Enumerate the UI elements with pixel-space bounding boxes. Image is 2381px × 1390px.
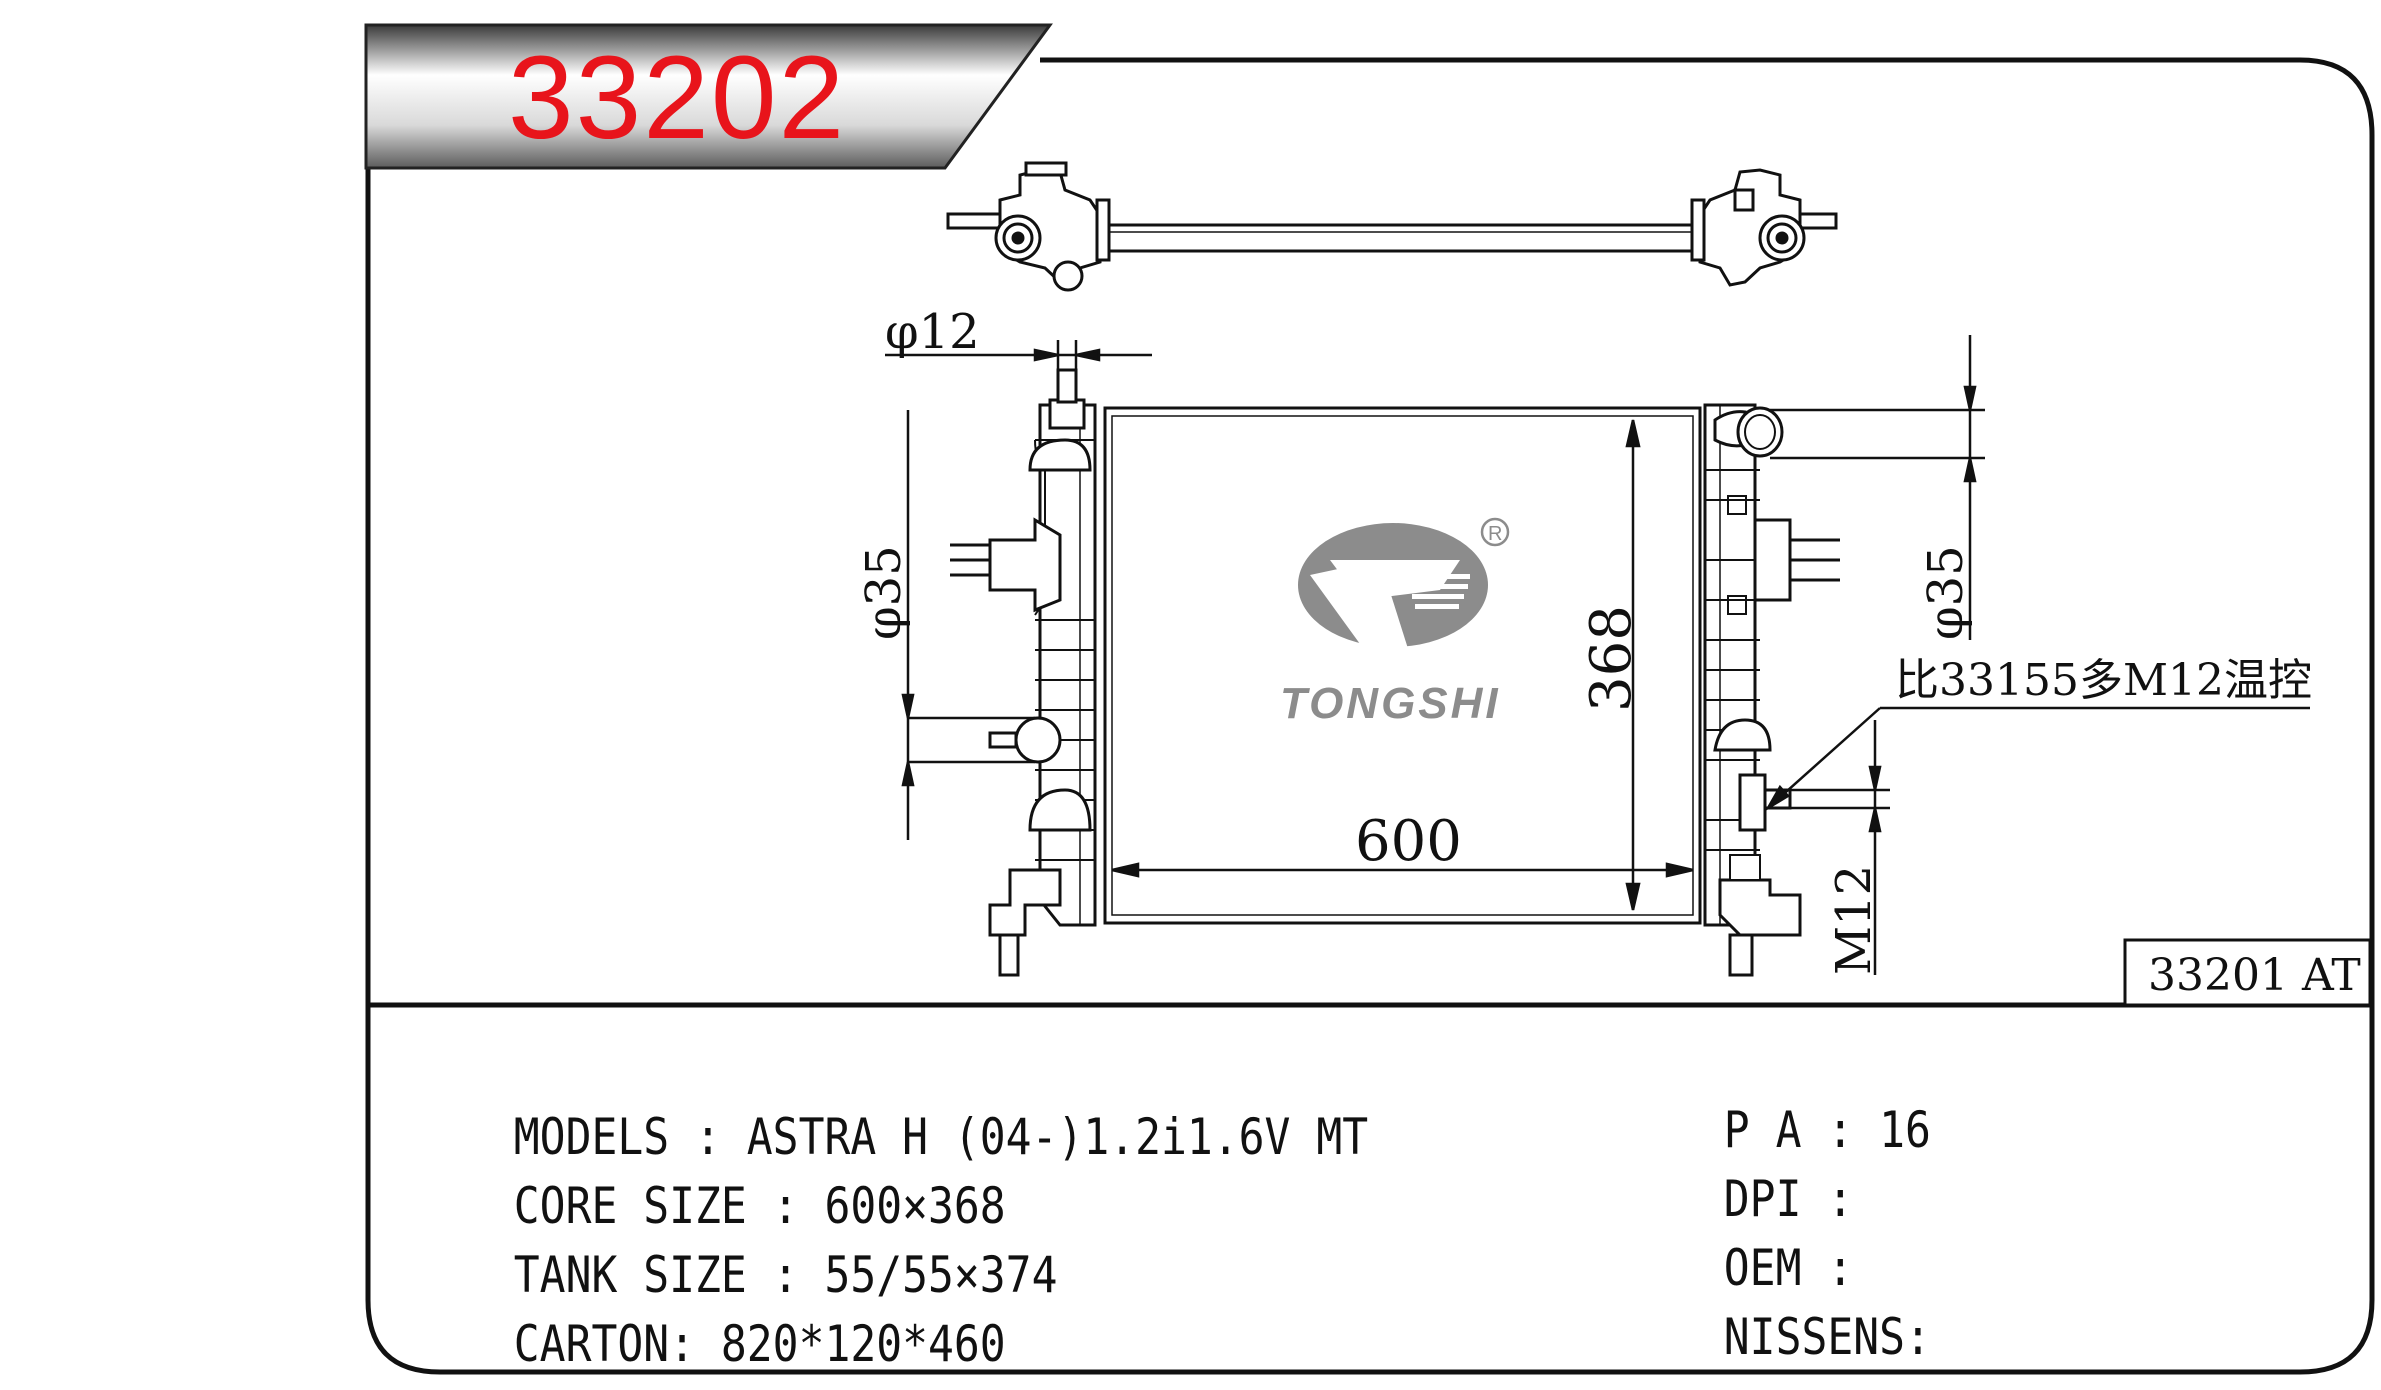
spec-core-size: CORE SIZE : 600×368	[513, 1177, 1006, 1235]
carton-value: 820*120*460	[720, 1315, 1006, 1373]
radiator-front-view	[950, 368, 1840, 977]
alt-part-number: 33201 AT	[2148, 950, 2361, 1001]
dpi-label: DPI	[1723, 1170, 1802, 1228]
part-number-tab	[364, 23, 1053, 170]
brand-name: TONGSHI	[1280, 679, 1501, 728]
spec-models: MODELS : ASTRA H (04-)1.2i1.6V MT	[513, 1108, 1369, 1166]
outer-frame	[365, 25, 2375, 1375]
spec-carton: CARTON: 820*120*460	[462, 1269, 1006, 1369]
models-label: MODELS	[513, 1108, 670, 1166]
oem-label: OEM	[1723, 1239, 1802, 1297]
alt-part-box	[2123, 938, 2372, 1007]
spec-nissens: NISSENS:	[1672, 1262, 1931, 1362]
pa-value: 16	[1879, 1101, 1931, 1159]
spec-tank-size: TANK SIZE : 55/55×374	[513, 1246, 1058, 1304]
models-value: ASTRA H (04-)1.2i1.6V MT	[746, 1108, 1369, 1166]
core-size-value: 600×368	[824, 1177, 1006, 1235]
registered-mark-icon	[1480, 517, 1510, 547]
spec-pa: P A : 16	[1723, 1101, 1931, 1159]
spec-oem: OEM :	[1723, 1239, 1880, 1297]
registered-mark: R	[1488, 523, 1502, 545]
tank-size-label: TANK SIZE	[513, 1246, 747, 1304]
dim-thread: M12	[1826, 865, 1882, 975]
dim-top-pipe: φ12	[885, 304, 980, 360]
dim-width: 600	[1355, 809, 1462, 874]
dimension-lines	[885, 335, 2310, 975]
pa-label: P A	[1723, 1101, 1802, 1159]
radiator-top-view	[946, 161, 1838, 292]
spec-dpi: DPI :	[1723, 1170, 1880, 1228]
tank-size-value: 55/55×374	[824, 1246, 1058, 1304]
nissens-label: NISSENS:	[1723, 1308, 1931, 1366]
part-number: 33202	[508, 32, 846, 164]
dim-right-pipe: φ35	[1918, 545, 1974, 640]
carton-label: CARTON:	[513, 1315, 696, 1373]
note-text: 比33155多M12温控	[1895, 655, 2312, 706]
dim-height: 368	[1579, 605, 1644, 712]
dim-left-pipe: φ35	[856, 545, 912, 640]
brand-logo: R TONGSHI	[1280, 517, 1510, 728]
core-size-label: CORE SIZE	[513, 1177, 747, 1235]
